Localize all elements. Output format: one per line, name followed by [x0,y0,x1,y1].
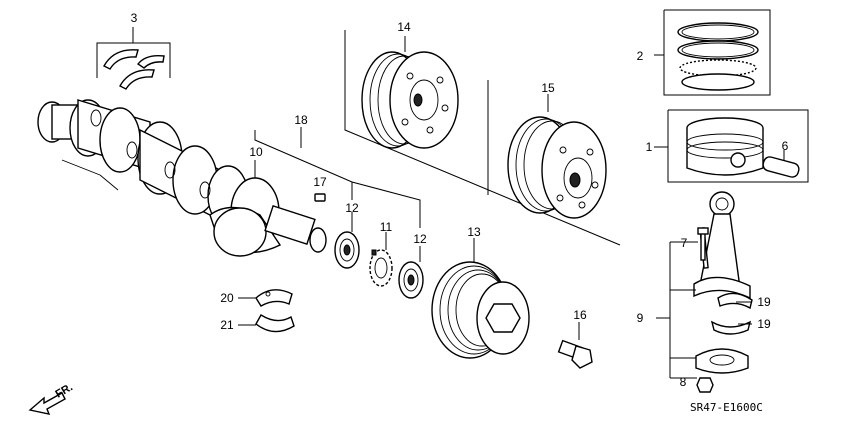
callout-19-lower: 19 [757,317,771,331]
callout-12-left: 12 [345,201,359,215]
callout-7: 7 [681,236,688,250]
diagram-code: SR47-E1600C [690,401,763,414]
callout-21: 21 [220,318,234,332]
callout-13: 13 [467,225,481,239]
callout-8: 8 [680,375,687,389]
bearing-right [398,261,424,299]
callout-12-right: 12 [413,232,427,246]
callout-16: 16 [573,308,587,322]
crank-bearing-set [96,27,171,90]
callout-11: 11 [380,220,393,234]
callout-19-upper: 19 [757,295,771,309]
pulley-bolt [557,339,593,369]
callout-20: 20 [220,291,234,305]
crankshaft [37,99,327,257]
rod-cap [695,348,749,374]
bearing-left [334,231,360,269]
rod-bearing-upper [717,292,753,310]
piston-ring-set [663,9,771,96]
pulley-15 [507,116,607,219]
callout-3: 3 [131,11,138,25]
pulley-14 [361,51,459,149]
thrust-washer-21 [255,314,295,333]
callout-1: 1 [646,140,653,154]
woodruff-key [314,193,326,202]
callout-2: 2 [637,49,644,63]
rod-bolt [697,227,709,261]
callout-18: 18 [294,113,308,127]
rod-bearing-lower [710,320,752,335]
callout-10: 10 [249,145,263,159]
thrust-washer-20 [255,289,293,307]
timing-gear [369,249,393,287]
rod-nut [696,377,714,393]
crank-pulley [431,261,530,359]
front-direction-arrow-icon [28,392,66,415]
direction-label: FR. [54,381,75,400]
callout-6: 6 [782,139,789,153]
callout-17: 17 [313,175,327,189]
piston-assembly [667,109,809,183]
callout-15: 15 [541,81,555,95]
callout-9: 9 [637,311,644,325]
callout-14: 14 [397,20,411,34]
